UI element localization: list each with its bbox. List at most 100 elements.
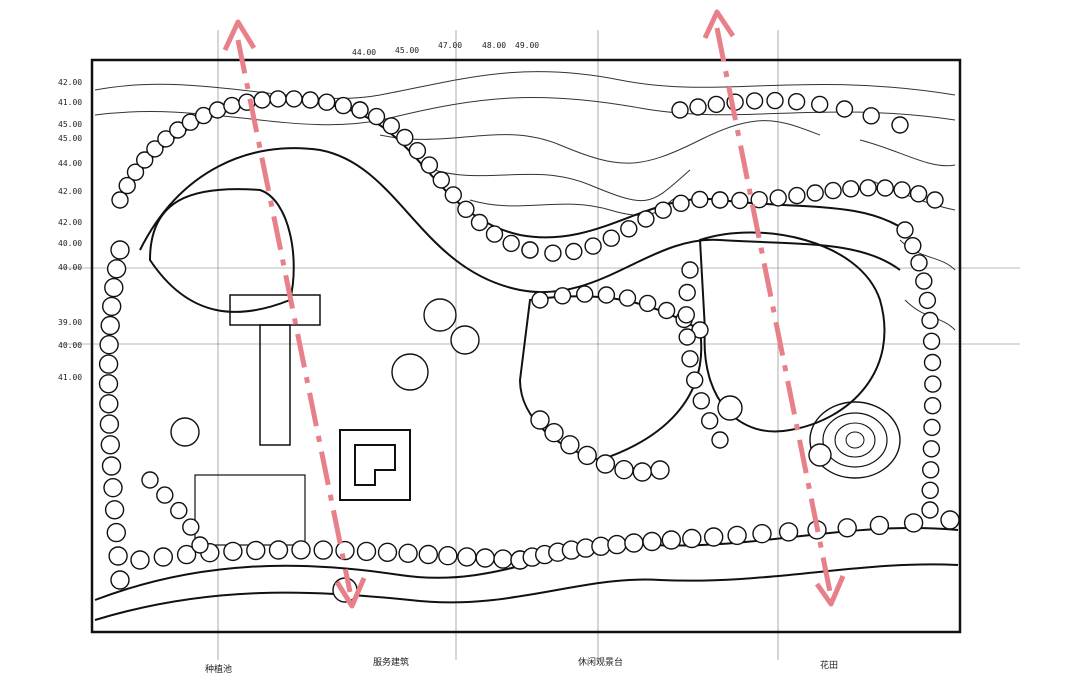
tree bbox=[253, 91, 271, 109]
bottom-labels: 种植池 服务建筑 休闲观景台 花田 bbox=[205, 656, 838, 675]
tree bbox=[692, 392, 710, 410]
tree-canopies bbox=[98, 90, 960, 603]
tree bbox=[661, 530, 681, 550]
tree bbox=[285, 90, 303, 108]
tree bbox=[576, 285, 594, 303]
tree bbox=[681, 261, 699, 279]
tree bbox=[788, 186, 806, 205]
tree bbox=[108, 546, 128, 566]
elev-top-3: 47.00 bbox=[438, 41, 462, 50]
tree bbox=[382, 117, 400, 135]
tree bbox=[921, 481, 939, 499]
label-planting-pool: 种植池 bbox=[205, 663, 232, 675]
tree bbox=[678, 328, 696, 346]
tree bbox=[356, 541, 377, 562]
tree bbox=[926, 191, 944, 209]
tree bbox=[103, 478, 123, 498]
tree bbox=[862, 107, 880, 125]
tree bbox=[731, 191, 749, 210]
tree bbox=[223, 96, 241, 115]
tree bbox=[106, 259, 127, 279]
tree bbox=[766, 91, 784, 110]
tree bbox=[98, 374, 119, 394]
tree bbox=[837, 518, 857, 538]
tree bbox=[910, 254, 928, 272]
tree bbox=[457, 200, 475, 219]
tree bbox=[711, 191, 729, 209]
tree bbox=[727, 525, 747, 546]
tree bbox=[597, 286, 616, 304]
tree bbox=[432, 171, 450, 189]
tree bbox=[787, 92, 806, 111]
tree bbox=[682, 528, 702, 549]
tree bbox=[686, 371, 704, 389]
elev-left-2: 41.00 bbox=[58, 98, 82, 107]
tree bbox=[530, 410, 550, 430]
tree bbox=[638, 294, 657, 313]
arrowhead-top-right bbox=[702, 9, 736, 40]
tree bbox=[560, 435, 580, 455]
viewing-mound bbox=[809, 401, 901, 479]
tree bbox=[614, 460, 634, 480]
tree bbox=[544, 423, 564, 443]
tree bbox=[921, 501, 939, 519]
tree bbox=[903, 513, 924, 533]
tree bbox=[268, 540, 289, 560]
tree bbox=[681, 350, 699, 368]
tree bbox=[918, 291, 937, 310]
tree bbox=[130, 550, 150, 570]
tree bbox=[707, 95, 725, 114]
main-path bbox=[94, 100, 959, 621]
tree bbox=[101, 296, 122, 317]
tree bbox=[711, 431, 729, 449]
tree bbox=[457, 547, 477, 567]
tree bbox=[637, 210, 655, 228]
tree bbox=[99, 394, 119, 414]
tree bbox=[223, 541, 243, 562]
tree bbox=[396, 128, 414, 147]
large-tree bbox=[170, 417, 200, 447]
elev-left-12: 41.00 bbox=[58, 373, 82, 382]
tree bbox=[418, 544, 438, 565]
tree bbox=[671, 101, 689, 119]
tree bbox=[806, 184, 824, 202]
tree bbox=[891, 116, 909, 134]
elev-left-5: 44.00 bbox=[58, 159, 82, 168]
elev-top-5: 49.00 bbox=[515, 41, 539, 50]
tree bbox=[377, 542, 398, 562]
tree bbox=[99, 414, 120, 434]
tree bbox=[869, 515, 890, 536]
tree bbox=[269, 90, 287, 108]
large-tree bbox=[717, 395, 743, 421]
elev-top-4: 48.00 bbox=[482, 41, 506, 50]
label-flower-field: 花田 bbox=[820, 659, 838, 671]
tree bbox=[922, 461, 940, 479]
tree bbox=[607, 534, 627, 555]
tree bbox=[110, 240, 130, 260]
tree bbox=[153, 547, 174, 567]
tree bbox=[842, 180, 860, 198]
elev-left-3: 45.00 bbox=[58, 120, 82, 129]
tree bbox=[577, 445, 597, 466]
tree bbox=[677, 306, 695, 324]
tree bbox=[624, 533, 644, 553]
tree bbox=[553, 287, 572, 305]
tree bbox=[99, 335, 119, 355]
tree bbox=[632, 462, 652, 482]
tree bbox=[182, 518, 200, 536]
tree bbox=[141, 471, 159, 489]
tree bbox=[745, 92, 764, 110]
tree bbox=[313, 540, 333, 560]
tree bbox=[98, 354, 119, 374]
elev-top-2: 45.00 bbox=[395, 46, 419, 55]
tree bbox=[893, 181, 911, 199]
elev-left-8: 40.00 bbox=[58, 239, 82, 248]
tree bbox=[191, 536, 209, 554]
tree bbox=[701, 412, 719, 430]
tree bbox=[157, 130, 175, 148]
tree bbox=[769, 189, 787, 207]
tree bbox=[922, 440, 941, 458]
arrowhead-top-left bbox=[222, 19, 257, 52]
tree bbox=[922, 332, 941, 350]
tree bbox=[904, 236, 922, 255]
